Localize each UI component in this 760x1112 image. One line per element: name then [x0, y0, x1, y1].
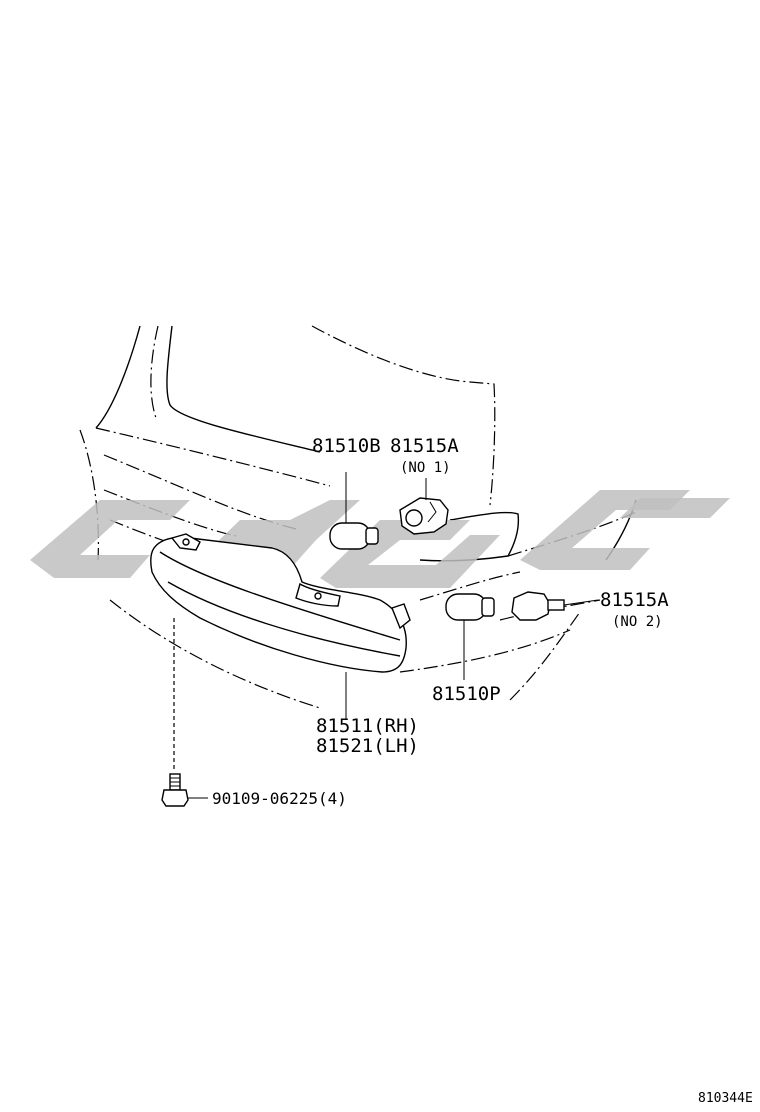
bulb-front — [329, 472, 379, 550]
body-line-upper — [95, 427, 331, 487]
screw-head — [161, 789, 189, 807]
figure-code: 810344E — [698, 1091, 753, 1106]
bulb-icon — [329, 522, 371, 550]
lamp-bracket-hole — [314, 592, 322, 600]
body-line-bottom — [109, 519, 181, 547]
lamp-lh-label: 81521(LH) — [316, 735, 419, 757]
socket-front-label: 81515A — [390, 435, 459, 457]
bulb-base — [365, 527, 379, 545]
screw-icon — [161, 773, 208, 807]
fender-edge-left — [95, 325, 141, 429]
turn-signal-lamp-icon — [149, 533, 411, 772]
lower-apron-line — [109, 599, 321, 709]
socket-side-note: (NO 2) — [612, 614, 663, 630]
lamp-bulb-port — [391, 603, 411, 630]
bumper-inner-line — [419, 571, 521, 601]
socket-side-label: 81515A — [600, 589, 669, 611]
bulb-socket-icon — [511, 591, 551, 621]
socket-side-leader — [563, 599, 599, 606]
bulb-icon — [445, 593, 487, 621]
socket-side-tab — [547, 599, 565, 611]
lamp-rh-label: 81511(RH) — [316, 715, 419, 737]
watermark-logo-icon — [30, 490, 730, 605]
socket-ring — [405, 509, 423, 527]
bulb-front-label: 81510B — [312, 435, 381, 457]
lamp-lower-line — [167, 581, 401, 657]
socket-side — [511, 591, 599, 621]
bulb-side-label: 81510P — [432, 683, 501, 705]
socket-tab — [427, 501, 437, 523]
lamp-lens-line — [159, 551, 401, 641]
bumper-bottom-sweep — [509, 611, 581, 701]
body-line-low — [103, 489, 237, 537]
socket-front — [399, 478, 449, 535]
lamp-mount-hole — [182, 538, 190, 546]
screw-label: 90109-06225(4) — [212, 789, 347, 808]
apron-left-edge — [79, 429, 100, 561]
socket-front-note: (NO 1) — [400, 460, 451, 476]
fender-edge-inner — [166, 325, 321, 453]
bumper-lower-line — [399, 629, 571, 673]
fender-hidden-edge — [150, 325, 159, 419]
bulb-side-base — [481, 597, 495, 617]
hood-edge — [311, 325, 496, 506]
lamp-housing — [149, 536, 407, 673]
bulb-side — [445, 593, 495, 680]
